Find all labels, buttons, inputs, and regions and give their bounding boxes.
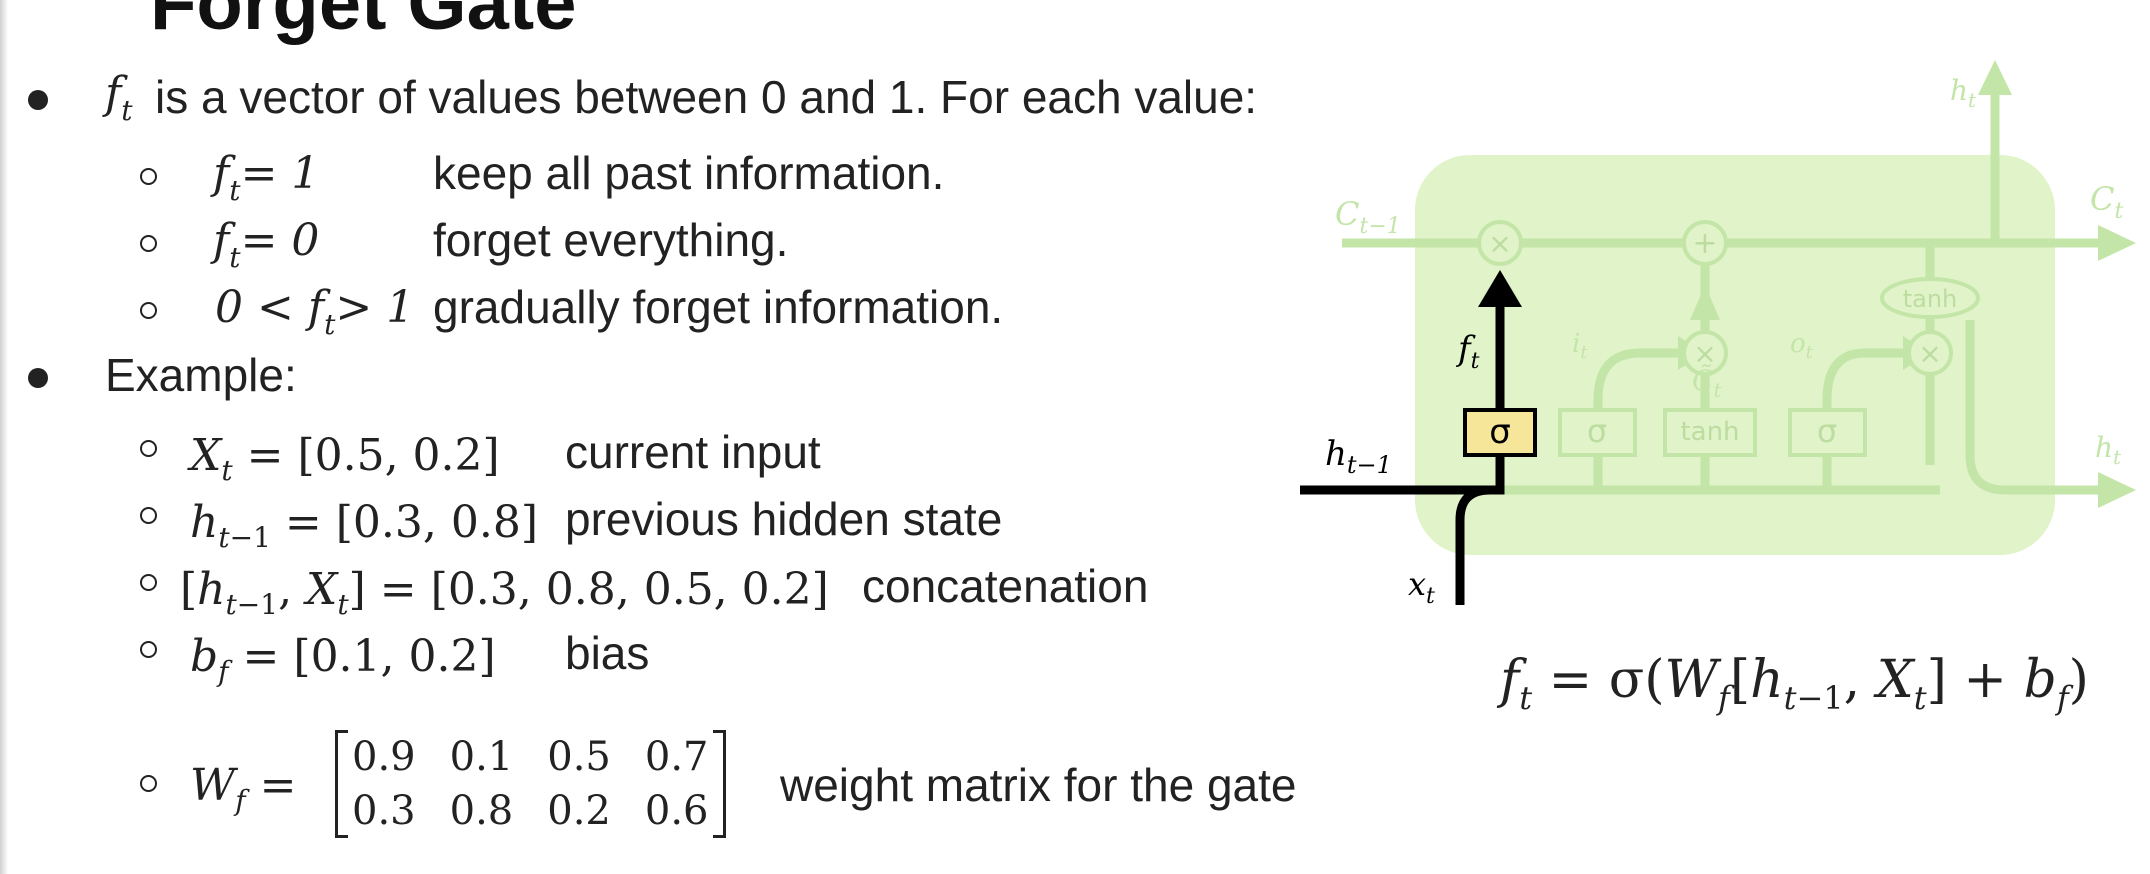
input-gate-line — [1593, 348, 1680, 490]
ct-label: Ct — [2090, 180, 2123, 224]
example-expr-concat: [ht−1, Xt] = [0.3, 0.8, 0.5, 0.2] — [180, 564, 829, 621]
output-sigma-box — [1788, 408, 1867, 457]
case-cond-1: ft= 1 — [213, 148, 320, 207]
sub-bullet-marker — [140, 507, 157, 524]
sub-bullet-marker — [140, 302, 157, 319]
slide-title: Forget Gate — [150, 0, 577, 46]
ghost-ops — [1477, 220, 1980, 457]
ft-symbol: ft — [105, 68, 133, 127]
tanh-box — [1663, 408, 1757, 457]
ht-right-arrowhead — [2098, 472, 2136, 508]
ht-right-label: ht — [2095, 431, 2122, 469]
example-expr-ht: ht−1 = [0.3, 0.8] — [190, 497, 538, 554]
sigma-label: σ — [1587, 412, 1607, 450]
times-symbol: × — [1488, 227, 1511, 260]
ht-top-arrowhead — [1978, 60, 2012, 95]
matrix-cell: 0.5 — [547, 734, 611, 780]
sub-bullet-marker — [140, 440, 157, 457]
example-desc-2: previous hidden state — [565, 493, 1003, 545]
tanh-label: tanh — [1680, 417, 1739, 447]
matrix-cell: 0.9 — [352, 734, 416, 780]
ft-arrowhead — [1478, 270, 1522, 307]
case-cond-2: ft= 0 — [213, 215, 320, 274]
matrix-cell: 0.2 — [547, 788, 611, 834]
matrix-left-bracket — [335, 730, 348, 838]
matrix-cell: 0.8 — [449, 788, 514, 834]
forget-gate-path — [1300, 300, 1505, 605]
lstm-forget-gate-diagram: × + × × tanh σ tanh σ Ct−1 Ct ht ht it o… — [1300, 60, 2136, 609]
xt-line — [1455, 485, 1491, 605]
plus-symbol: + — [1692, 226, 1717, 261]
case-desc-1: keep all past information. — [433, 147, 945, 199]
forget-multiply-op — [1477, 220, 1523, 266]
input-sigma-box — [1558, 408, 1637, 457]
ht-top-label: ht — [1950, 74, 1977, 112]
tanh-label: tanh — [1903, 285, 1958, 313]
tanh-op — [1880, 277, 1980, 319]
c-prev-label: Ct−1 — [1335, 195, 1401, 239]
matrix-cell: 0.6 — [644, 788, 709, 834]
sub-bullet-marker — [140, 574, 157, 591]
weight-matrix: 0.9 0.1 0.5 0.7 0.3 0.8 0.2 0.6 — [335, 730, 726, 838]
example-desc-3: concatenation — [862, 560, 1149, 612]
example-expr-wf: Wf = — [190, 760, 297, 817]
matrix-right-bracket — [712, 730, 726, 838]
h-prev-label: ht−1 — [1325, 434, 1392, 479]
ht-right-line — [1965, 320, 2100, 495]
example-expr-xt: Xt = [0.5, 0.2] — [190, 430, 500, 487]
matrix-cell: 0.3 — [352, 788, 416, 834]
times-symbol: × — [1918, 337, 1941, 370]
ghost-op-labels: × + × × tanh σ tanh σ — [1488, 226, 1957, 450]
slide-left-edge — [0, 0, 8, 874]
sub-bullet-marker — [140, 235, 157, 252]
output-gate-line — [1822, 348, 1905, 490]
case-cond-3: 0 < ft> 1 — [215, 282, 415, 341]
sub-bullet-marker — [140, 168, 157, 185]
bullet-text-2: Example: — [105, 349, 297, 401]
case-desc-2: forget everything. — [433, 214, 789, 266]
ghost-text-labels: Ct−1 Ct ht ht it ot C̃t — [1335, 74, 2123, 469]
ct-arrowhead — [2098, 225, 2136, 261]
forget-sigma-label: σ — [1489, 412, 1511, 452]
example-desc-1: current input — [565, 426, 821, 478]
weight-matrix-desc: weight matrix for the gate — [780, 759, 1297, 811]
sub-bullet-marker — [140, 641, 157, 658]
forget-gate-equation: ft = σ(Wf[ht−1, Xt] + bf) — [1500, 650, 2089, 717]
matrix-cell: 0.7 — [644, 734, 709, 780]
example-expr-bf: bf = [0.1, 0.2] — [190, 631, 496, 688]
bullet-text-1: is a vector of values between 0 and 1. F… — [155, 71, 1258, 123]
add-op — [1682, 220, 1728, 266]
times-symbol: × — [1693, 337, 1716, 370]
bullet-marker — [28, 90, 48, 110]
input-multiply-op — [1682, 330, 1728, 376]
lstm-cell-body — [1415, 155, 2055, 555]
plus-up-arrowhead — [1690, 285, 1720, 320]
case-desc-3: gradually forget information. — [433, 281, 1004, 333]
matrix-cell: 0.1 — [449, 734, 514, 780]
sigma-label: σ — [1817, 412, 1837, 450]
xt-label: xt — [1408, 565, 1435, 609]
sub-bullet-marker — [140, 775, 157, 792]
example-desc-4: bias — [565, 627, 650, 679]
bullet-marker — [28, 368, 48, 388]
forget-sigma-box — [1463, 408, 1537, 457]
output-multiply-op — [1907, 330, 1953, 376]
h-prev-line — [1300, 455, 1505, 495]
